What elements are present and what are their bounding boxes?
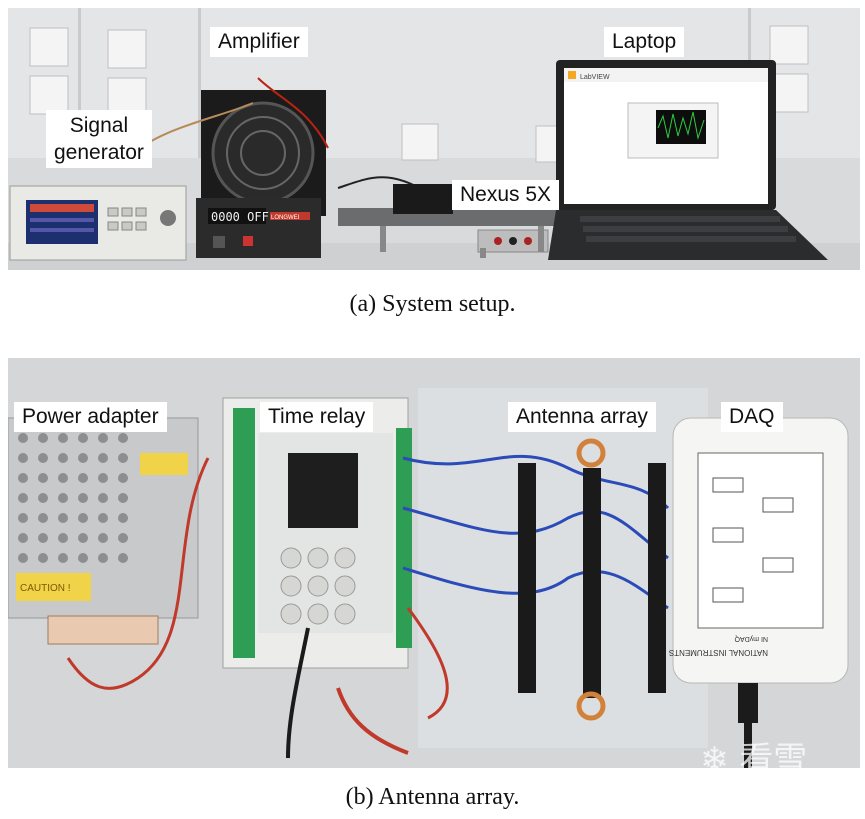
watermark-text: 看雪 bbox=[739, 740, 808, 780]
amplifier-device: 0000 OFF LONGWEI bbox=[196, 90, 326, 258]
time-relay-device bbox=[222, 397, 412, 669]
laptop-device: LabVIEW bbox=[548, 60, 828, 260]
antenna-array-label: Antenna array bbox=[508, 402, 656, 432]
amp-display-text: 0000 OFF bbox=[211, 210, 269, 224]
signal-generator-label-line1: Signal bbox=[69, 114, 129, 137]
caution-text: CAUTION ! bbox=[20, 583, 71, 594]
signal-generator-label: Signal generator bbox=[46, 110, 152, 168]
daq-device: NATIONAL INSTRUMENTS NI myDAQ bbox=[669, 417, 849, 768]
time-relay-label: Time relay bbox=[260, 402, 374, 432]
labview-text: LabVIEW bbox=[580, 74, 610, 81]
daq-label: DAQ bbox=[721, 402, 783, 432]
amp-brand-text: LONGWEI bbox=[271, 215, 300, 221]
caption-a: (a) System setup. bbox=[349, 291, 516, 317]
laptop-label: Laptop bbox=[604, 27, 685, 57]
nexus-label: Nexus 5X bbox=[452, 180, 560, 210]
power-adapter-label: Power adapter bbox=[14, 402, 167, 432]
caption-b: (b) Antenna array. bbox=[345, 784, 520, 810]
system-setup-photo: 0000 OFF LONGWEI LabVIEW bbox=[8, 8, 860, 270]
snowflake-icon: ❄ bbox=[700, 740, 729, 780]
watermark: ❄ 看雪 bbox=[700, 732, 807, 781]
daq-model-text: NI myDAQ bbox=[734, 635, 768, 642]
power-adapter-device: CAUTION ! bbox=[8, 417, 199, 645]
amplifier-label: Amplifier bbox=[210, 27, 308, 57]
nexus-board bbox=[338, 184, 578, 258]
signal-generator-device bbox=[9, 185, 187, 261]
daq-brand-text: NATIONAL INSTRUMENTS bbox=[669, 648, 768, 657]
signal-generator-label-line2: generator bbox=[54, 141, 144, 164]
antenna-strips bbox=[518, 463, 666, 698]
